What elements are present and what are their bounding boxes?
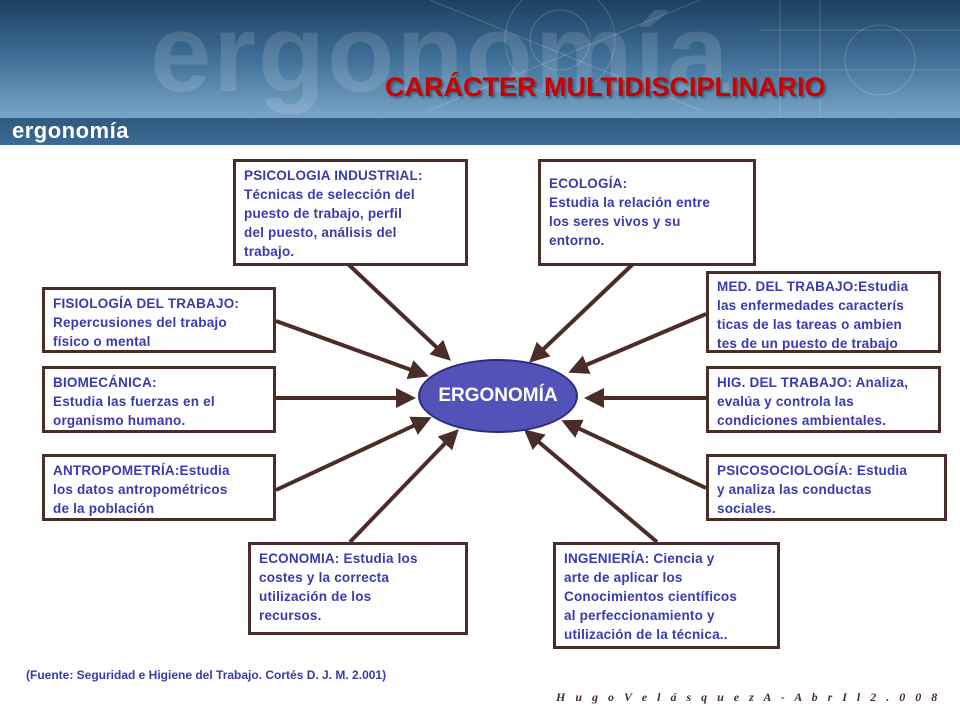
banner-logo: ergonomía [12,118,129,143]
source-citation: (Fuente: Seguridad e Higiene del Trabajo… [26,668,387,682]
banner-strip [0,118,960,145]
arrow-economia [348,429,459,544]
box-ecologia: ECOLOGÍA: Estudia la relación entre los … [538,159,756,266]
page-title: CARÁCTER MULTIDISCIPLINARIO [385,72,826,102]
arrow-antropometria [275,416,432,492]
banner-watermark: ergonomía [150,0,731,115]
arrow-psicologia [346,262,451,361]
arrow-ingenieria [523,429,659,544]
box-med-trabajo: MED. DEL TRABAJO:Estudia las enfermedade… [706,271,941,353]
arrow-med-trabajo [568,312,707,374]
box-hig-trabajo: HIG. DEL TRABAJO: Analiza, evalúa y cont… [706,366,941,433]
author-signature: H u g o V e l á s q u e z A - A b r I l … [556,690,941,704]
box-antropometria: ANTROPOMETRÍA:Estudia los datos antropom… [42,454,276,521]
arrow-fisiologia [275,319,429,379]
center-label: ERGONOMÍA [438,385,558,406]
box-fisiologia-trabajo: FISIOLOGÍA DEL TRABAJO: Repercusiones de… [42,287,276,353]
header-banner: ergonomía ergonomía [0,0,960,145]
box-economia: ECONOMIA: Estudia los costes y la correc… [248,542,468,635]
banner-technical-drawing [429,0,960,118]
center-ergonomia-node: ERGONOMÍA [418,359,578,433]
box-psicosociologia: PSICOSOCIOLOGÍA: Estudia y analiza las c… [706,454,947,521]
arrow-psicosociologia [561,419,707,490]
box-ingenieria: INGENIERÍA: Ciencia y arte de aplicar lo… [553,542,780,649]
box-psicologia-industrial: PSICOLOGIA INDUSTRIAL: Técnicas de selec… [233,159,468,266]
arrow-ecologia [529,262,635,363]
box-biomecanica: BIOMECÁNICA: Estudia las fuerzas en el o… [42,366,276,433]
